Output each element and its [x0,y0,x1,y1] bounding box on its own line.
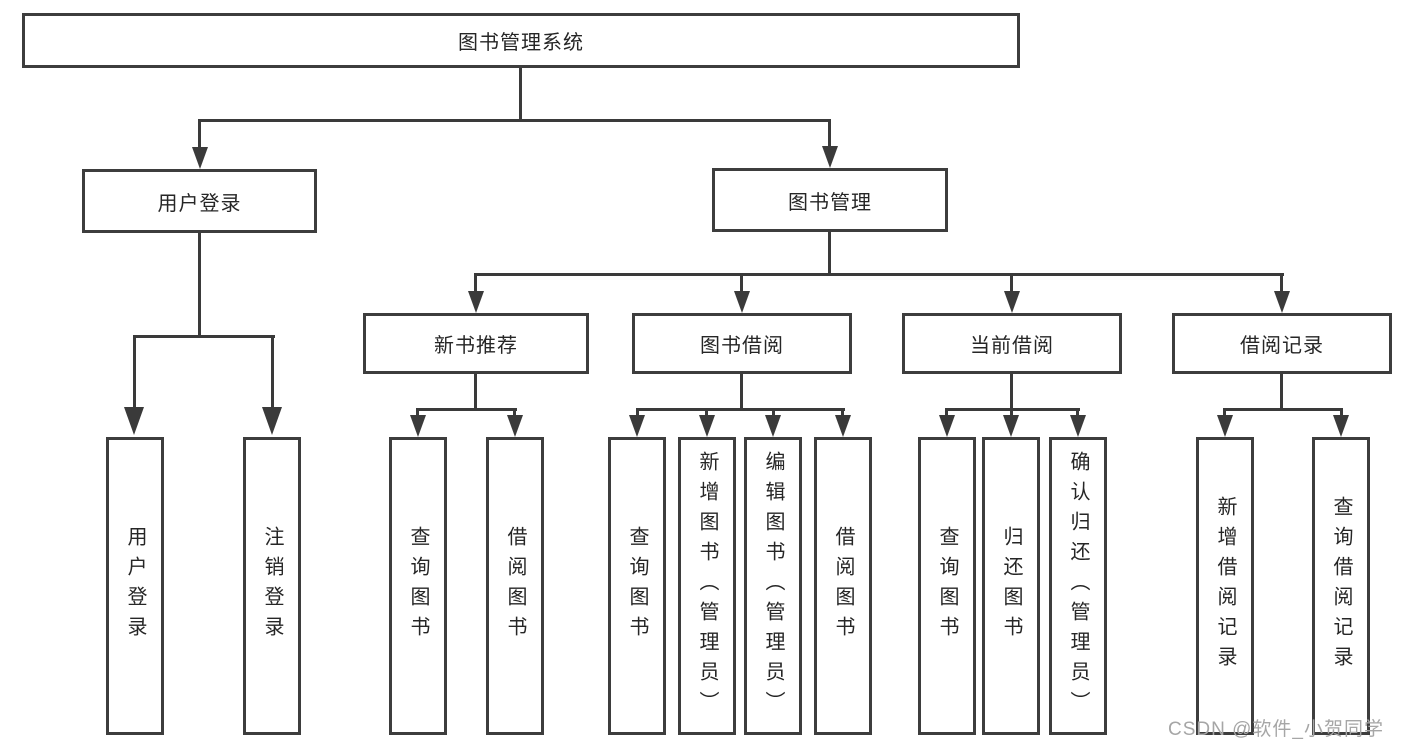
node-label: 借阅记录 [1240,335,1324,357]
connector-vline [1280,273,1283,291]
leaf-query-books-current: 查询图书 [918,437,976,735]
node-user-login: 用户登录 [82,169,317,233]
leaf-label: 借阅图书 [504,526,526,646]
leaf-label: 查询图书 [936,526,958,646]
node-book-management: 图书管理 [712,168,948,232]
connector-vline [841,408,844,415]
connector-vline [1076,408,1079,415]
node-label: 当前借阅 [970,335,1054,357]
connector-vline [828,119,831,146]
arrowhead-down-icon [410,415,426,437]
connector-vline [133,335,136,407]
arrowhead-down-icon [124,407,144,435]
connector-vline [416,408,419,415]
connector-vline [828,232,831,273]
arrowhead-down-icon [765,415,781,437]
node-label: 图书管理系统 [458,32,584,54]
leaf-query-books-recommend: 查询图书 [389,437,447,735]
connector-vline [1340,408,1343,415]
arrowhead-down-icon [1274,291,1290,313]
arrowhead-down-icon [507,415,523,437]
connector-vline [198,119,201,147]
node-label: 新书推荐 [434,335,518,357]
connector-vline [740,273,743,291]
connector-vline [513,408,516,415]
arrowhead-down-icon [822,146,838,168]
arrowhead-down-icon [1070,415,1086,437]
leaf-label: 编辑图书（管理员） [762,451,784,721]
csdn-watermark: CSDN @软件_小贺同学 [1168,719,1384,740]
leaf-label: 归还图书 [1000,526,1022,646]
connector-vline [740,374,743,408]
leaf-label: 新增借阅记录 [1214,496,1236,676]
leaf-label: 新增图书（管理员） [696,451,718,721]
connector-vline [271,335,274,407]
leaf-add-borrow-record: 新增借阅记录 [1196,437,1254,735]
leaf-label: 注销登录 [261,526,283,646]
leaf-label: 查询借阅记录 [1330,496,1352,676]
node-borrowing-records: 借阅记录 [1172,313,1392,374]
connector-vline [198,233,201,335]
leaf-add-books-admin: 新增图书（管理员） [678,437,736,735]
connector-vline [945,408,948,415]
leaf-return-books: 归还图书 [982,437,1040,735]
connector-vline [1280,374,1283,408]
leaf-confirm-return-admin: 确认归还（管理员） [1049,437,1107,735]
arrowhead-down-icon [1004,291,1020,313]
arrowhead-down-icon [835,415,851,437]
arrowhead-down-icon [699,415,715,437]
arrowhead-down-icon [192,147,208,169]
connector-vline [519,68,522,119]
connector-hline [1223,408,1343,411]
arrowhead-down-icon [1333,415,1349,437]
connector-vline [1010,374,1013,408]
leaf-label: 用户登录 [124,526,146,646]
node-new-book-recommend: 新书推荐 [363,313,589,374]
node-label: 用户登录 [157,192,242,215]
arrowhead-down-icon [1217,415,1233,437]
leaf-user-login: 用户登录 [106,437,164,735]
node-library-management-system: 图书管理系统 [22,13,1020,68]
connector-vline [1010,408,1013,415]
leaf-query-borrow-record: 查询借阅记录 [1312,437,1370,735]
leaf-label: 确认归还（管理员） [1067,451,1089,721]
leaf-label: 借阅图书 [832,526,854,646]
leaf-edit-books-admin: 编辑图书（管理员） [744,437,802,735]
connector-vline [636,408,639,415]
arrowhead-down-icon [468,291,484,313]
connector-hline [474,273,1284,276]
connector-hline [198,119,831,122]
arrowhead-down-icon [734,291,750,313]
node-label: 图书借阅 [700,335,784,357]
leaf-label: 查询图书 [407,526,429,646]
connector-vline [474,374,477,408]
arrowhead-down-icon [1003,415,1019,437]
connector-hline [416,408,517,411]
arrowhead-down-icon [262,407,282,435]
leaf-query-books-borrowing: 查询图书 [608,437,666,735]
arrowhead-down-icon [629,415,645,437]
connector-vline [1223,408,1226,415]
node-book-borrowing: 图书借阅 [632,313,852,374]
leaf-borrow-books-recommend: 借阅图书 [486,437,544,735]
connector-vline [474,273,477,291]
node-current-borrowing: 当前借阅 [902,313,1122,374]
leaf-label: 查询图书 [626,526,648,646]
connector-vline [705,408,708,415]
leaf-logout: 注销登录 [243,437,301,735]
connector-vline [1010,273,1013,291]
leaf-borrow-books: 借阅图书 [814,437,872,735]
connector-hline [133,335,275,338]
node-label: 图书管理 [788,191,872,214]
connector-vline [772,408,775,415]
arrowhead-down-icon [939,415,955,437]
connector-hline [636,408,845,411]
